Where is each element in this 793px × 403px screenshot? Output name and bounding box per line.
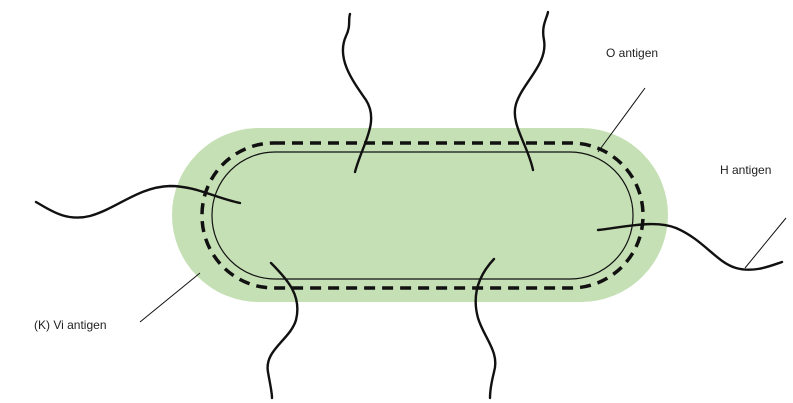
h-antigen-label: H antigen [720,163,771,177]
h-antigen-leader-line [745,218,786,268]
capsule-layer [172,128,668,302]
k-antigen-leader-line [140,273,200,322]
o-antigen-label: O antigen [606,46,658,60]
k-vi-antigen-label: (K) Vi antigen [34,318,107,332]
